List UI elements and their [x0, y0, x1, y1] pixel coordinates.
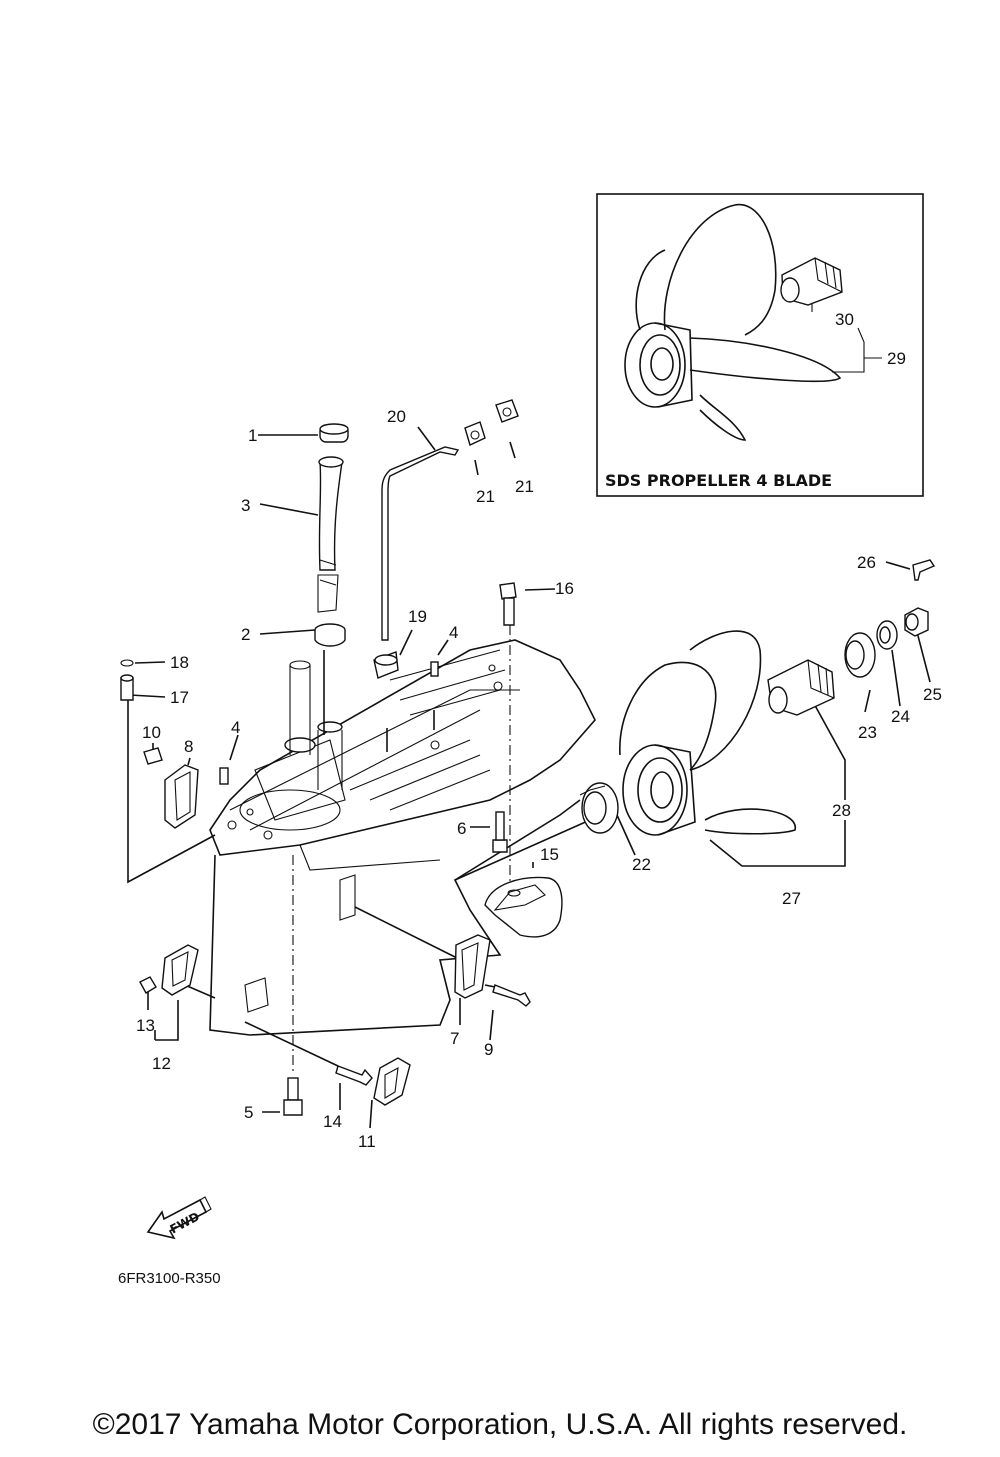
part-13-nut [139, 976, 157, 994]
part-16-bolt [499, 582, 517, 626]
callout-1: 1 [248, 426, 257, 445]
part-2-seal [314, 623, 346, 647]
part-27-propeller [619, 630, 796, 836]
callout-30: 30 [835, 310, 854, 329]
part-14-bolt [335, 1065, 373, 1086]
part-17-nipple [120, 674, 134, 701]
callout-21b: 21 [515, 477, 534, 496]
part-20-tube [381, 446, 460, 641]
part-28-bushing [767, 659, 835, 716]
part-21-clips [464, 399, 519, 446]
part-12-trim-tab [161, 944, 199, 996]
part-9-screw [492, 984, 531, 1007]
callout-28: 28 [832, 801, 851, 820]
callout-29: 29 [887, 349, 906, 368]
part-18-oring [120, 659, 134, 667]
part-25-nut [904, 607, 929, 637]
callout-7: 7 [450, 1029, 459, 1048]
part-1-grommet [319, 423, 349, 443]
part-8-plate [164, 764, 199, 829]
fwd-label: FWD [168, 1209, 202, 1236]
callout-13: 13 [136, 1016, 155, 1035]
part-10-nut [143, 747, 163, 765]
callout-15: 15 [540, 845, 559, 864]
inset-part-30-bushing [780, 257, 843, 306]
callout-21a: 21 [476, 487, 495, 506]
callout-18: 18 [170, 653, 189, 672]
part-3-water-tube [317, 456, 344, 613]
diagram-code: 6FR3100-R350 [118, 1270, 221, 1287]
callout-19: 19 [408, 607, 427, 626]
callout-4b: 4 [231, 718, 240, 737]
callout-22: 22 [632, 855, 651, 874]
inset-propeller-4-blade [624, 203, 842, 441]
part-23-spacer [844, 632, 876, 678]
callout-6: 6 [457, 819, 466, 838]
part-7-plate [454, 934, 491, 999]
callout-2: 2 [241, 625, 250, 644]
callout-9: 9 [484, 1040, 493, 1059]
callout-labels: 1 3 2 20 21 21 16 19 4 4 18 17 10 8 6 15… [136, 407, 942, 1151]
lower-casing [209, 639, 596, 1036]
part-15-anode [484, 876, 563, 938]
callout-23: 23 [858, 723, 877, 742]
part-19-grommet [373, 651, 399, 679]
callout-26: 26 [857, 553, 876, 572]
part-6-bolt [492, 811, 508, 853]
part-22-thrust-washer [579, 782, 619, 834]
callout-24: 24 [891, 707, 910, 726]
callout-17: 17 [170, 688, 189, 707]
inset-box: 30 29 SDS PROPELLER 4 BLADE [596, 193, 924, 497]
part-11-plate [373, 1057, 411, 1106]
callout-8: 8 [184, 737, 193, 756]
callout-12: 12 [152, 1054, 171, 1073]
callout-5: 5 [244, 1103, 253, 1122]
part-4-dowel-pins [219, 661, 439, 785]
callout-16: 16 [555, 579, 574, 598]
inset-title: SDS PROPELLER 4 BLADE [605, 471, 832, 490]
leader-lines [127, 426, 931, 1129]
callout-3: 3 [241, 496, 250, 515]
part-5-bolt [283, 1077, 303, 1116]
callout-11: 11 [358, 1132, 376, 1151]
callout-14: 14 [323, 1112, 342, 1131]
callout-4a: 4 [449, 623, 458, 642]
part-26-cotter-pin [912, 559, 936, 581]
part-24-washer [876, 620, 898, 650]
callout-27: 27 [782, 889, 801, 908]
callout-20: 20 [387, 407, 406, 426]
callout-25: 25 [923, 685, 942, 704]
copyright-notice: ©2017 Yamaha Motor Corporation, U.S.A. A… [92, 1408, 908, 1441]
callout-10: 10 [142, 723, 161, 742]
fwd-arrow-icon: FWD [146, 1196, 212, 1240]
